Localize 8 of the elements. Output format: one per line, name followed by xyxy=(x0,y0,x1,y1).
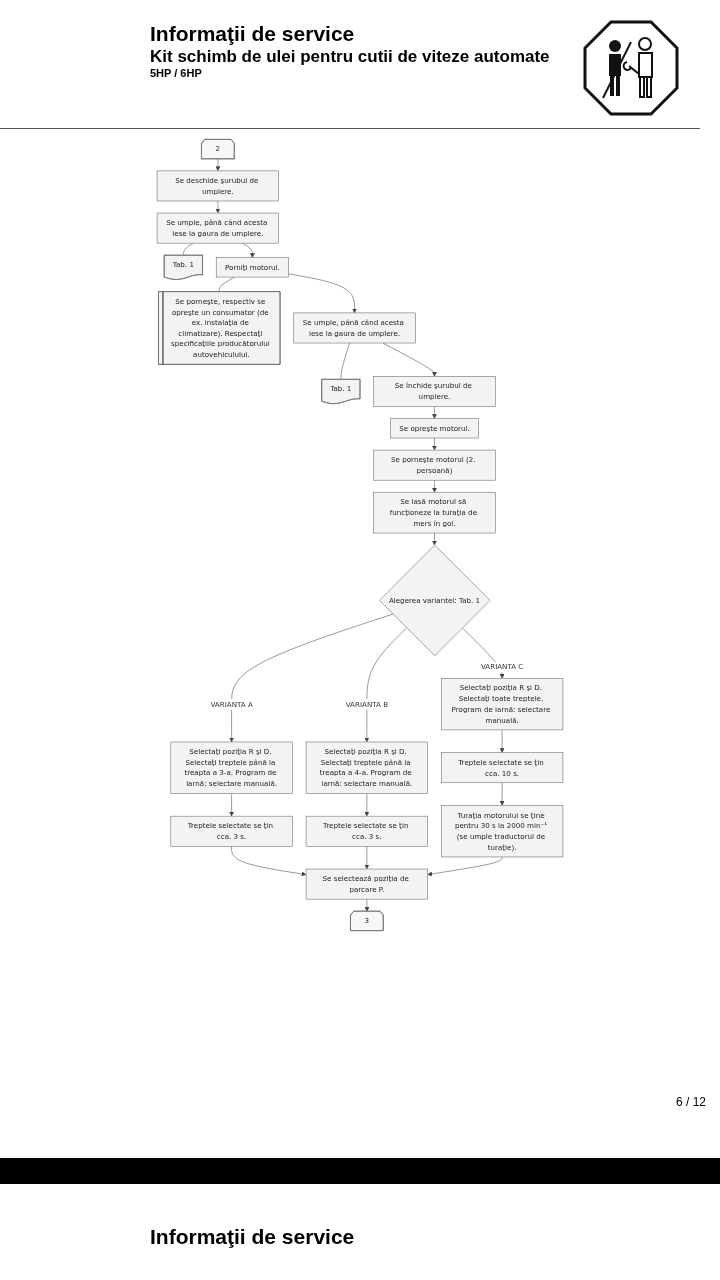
connector xyxy=(183,242,194,256)
page-title: Informaţii de service xyxy=(150,22,356,46)
connector xyxy=(219,276,235,292)
connector xyxy=(340,342,350,380)
page-number: 6 / 12 xyxy=(675,1095,706,1109)
model-code: 5HP / 6HP xyxy=(150,67,203,79)
next-page-title: Informaţii de service xyxy=(150,1225,355,1248)
subtitle: Kit schimb de ulei pentru cutii de viteze automate xyxy=(150,46,550,67)
